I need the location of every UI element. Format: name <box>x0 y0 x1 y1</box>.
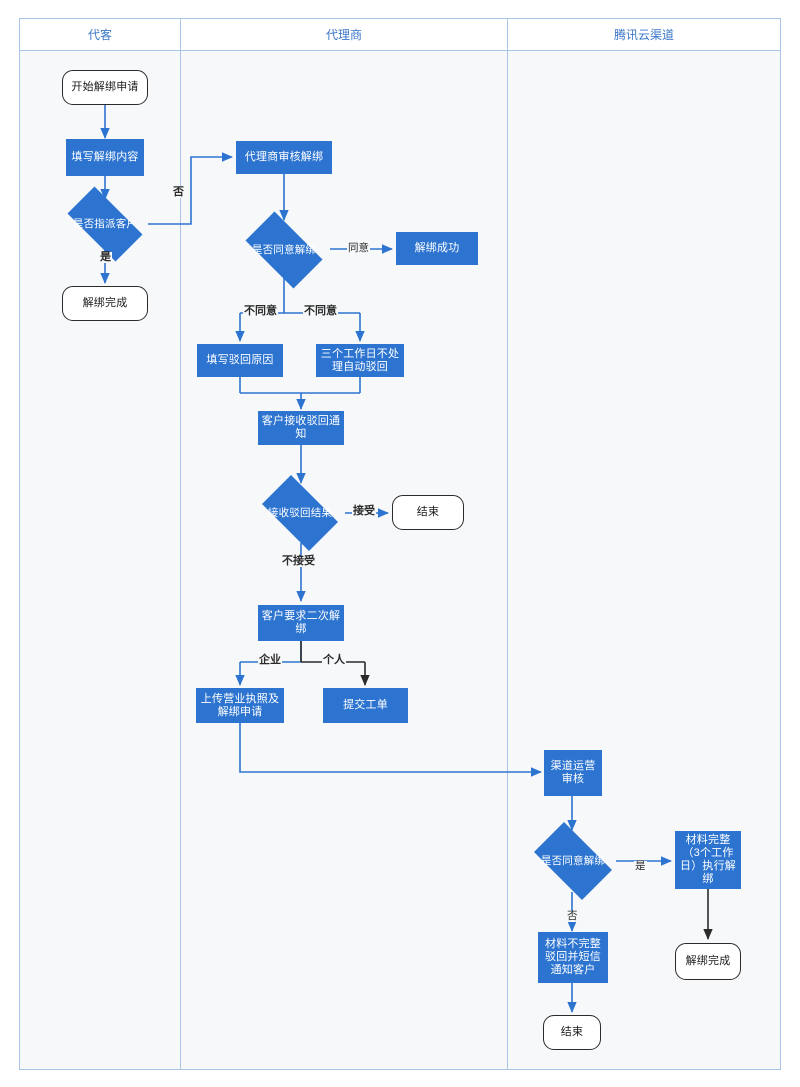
edge-label-no-channel: 否 <box>566 910 579 922</box>
node-unbind-success[interactable]: 解绑成功 <box>396 232 478 265</box>
node-end-1[interactable]: 结束 <box>392 495 464 530</box>
edge-label-individual: 个人 <box>322 654 346 666</box>
node-unbind-done-2[interactable]: 解绑完成 <box>675 943 741 980</box>
lane-header-customer: 代客 <box>20 19 181 50</box>
edge-label-accept: 接受 <box>352 505 376 517</box>
node-auto-reject-3days[interactable]: 三个工作日不处理自动驳回 <box>316 344 404 377</box>
lane-header-agent: 代理商 <box>181 19 508 50</box>
lane-divider-1 <box>180 51 181 1070</box>
lane-header-row: 代客 代理商 腾讯云渠道 <box>19 18 781 51</box>
node-receive-reject-result-label: 接收驳回结果 <box>267 506 333 519</box>
node-end-2[interactable]: 结束 <box>543 1015 601 1050</box>
node-fill-reject-reason[interactable]: 填写驳回原因 <box>197 344 283 377</box>
node-materials-incomplete[interactable]: 材料不完整驳回并短信通知客户 <box>538 932 608 983</box>
node-agree-unbind-agent-label: 是否同意解绑 <box>251 243 317 256</box>
node-agree-unbind-agent[interactable]: 是否同意解绑 <box>236 211 332 289</box>
edge-label-yes-channel: 是 <box>634 860 647 872</box>
node-agent-review[interactable]: 代理商审核解绑 <box>236 141 332 174</box>
node-customer-receive-reject[interactable]: 客户接收驳回通知 <box>258 411 344 445</box>
edge-label-yes-assign: 是 <box>99 251 112 263</box>
node-fill-content[interactable]: 填写解绑内容 <box>66 139 144 176</box>
node-submit-ticket[interactable]: 提交工单 <box>323 688 408 723</box>
edge-label-agree: 同意 <box>347 242 370 254</box>
node-agree-unbind-channel[interactable]: 是否同意解绑 <box>525 822 621 900</box>
swimlane-frame <box>19 18 781 1070</box>
node-start-apply[interactable]: 开始解绑申请 <box>62 70 148 105</box>
node-receive-reject-result[interactable]: 接收驳回结果 <box>253 475 347 551</box>
edge-label-disagree-right: 不同意 <box>303 305 338 317</box>
node-assign-customer-label: 是否指派客户 <box>72 217 138 230</box>
node-assign-customer[interactable]: 是否指派客户 <box>57 186 153 262</box>
lane-header-tencent: 腾讯云渠道 <box>613 28 674 42</box>
node-unbind-done-1[interactable]: 解绑完成 <box>62 286 148 321</box>
edge-label-no-assign: 否 <box>172 186 185 198</box>
node-upload-license[interactable]: 上传营业执照及解绑申请 <box>196 688 284 723</box>
node-materials-complete[interactable]: 材料完整（3个工作日）执行解绑 <box>675 831 741 889</box>
edge-label-enterprise: 企业 <box>258 654 282 666</box>
node-channel-ops-review[interactable]: 渠道运营审核 <box>544 750 602 796</box>
lane-divider-2 <box>507 51 508 1070</box>
node-customer-second-request[interactable]: 客户要求二次解绑 <box>258 605 344 641</box>
edge-label-not-accept: 不接受 <box>281 555 316 567</box>
node-agree-unbind-channel-label: 是否同意解绑 <box>540 854 606 867</box>
edge-label-disagree-left: 不同意 <box>243 305 278 317</box>
